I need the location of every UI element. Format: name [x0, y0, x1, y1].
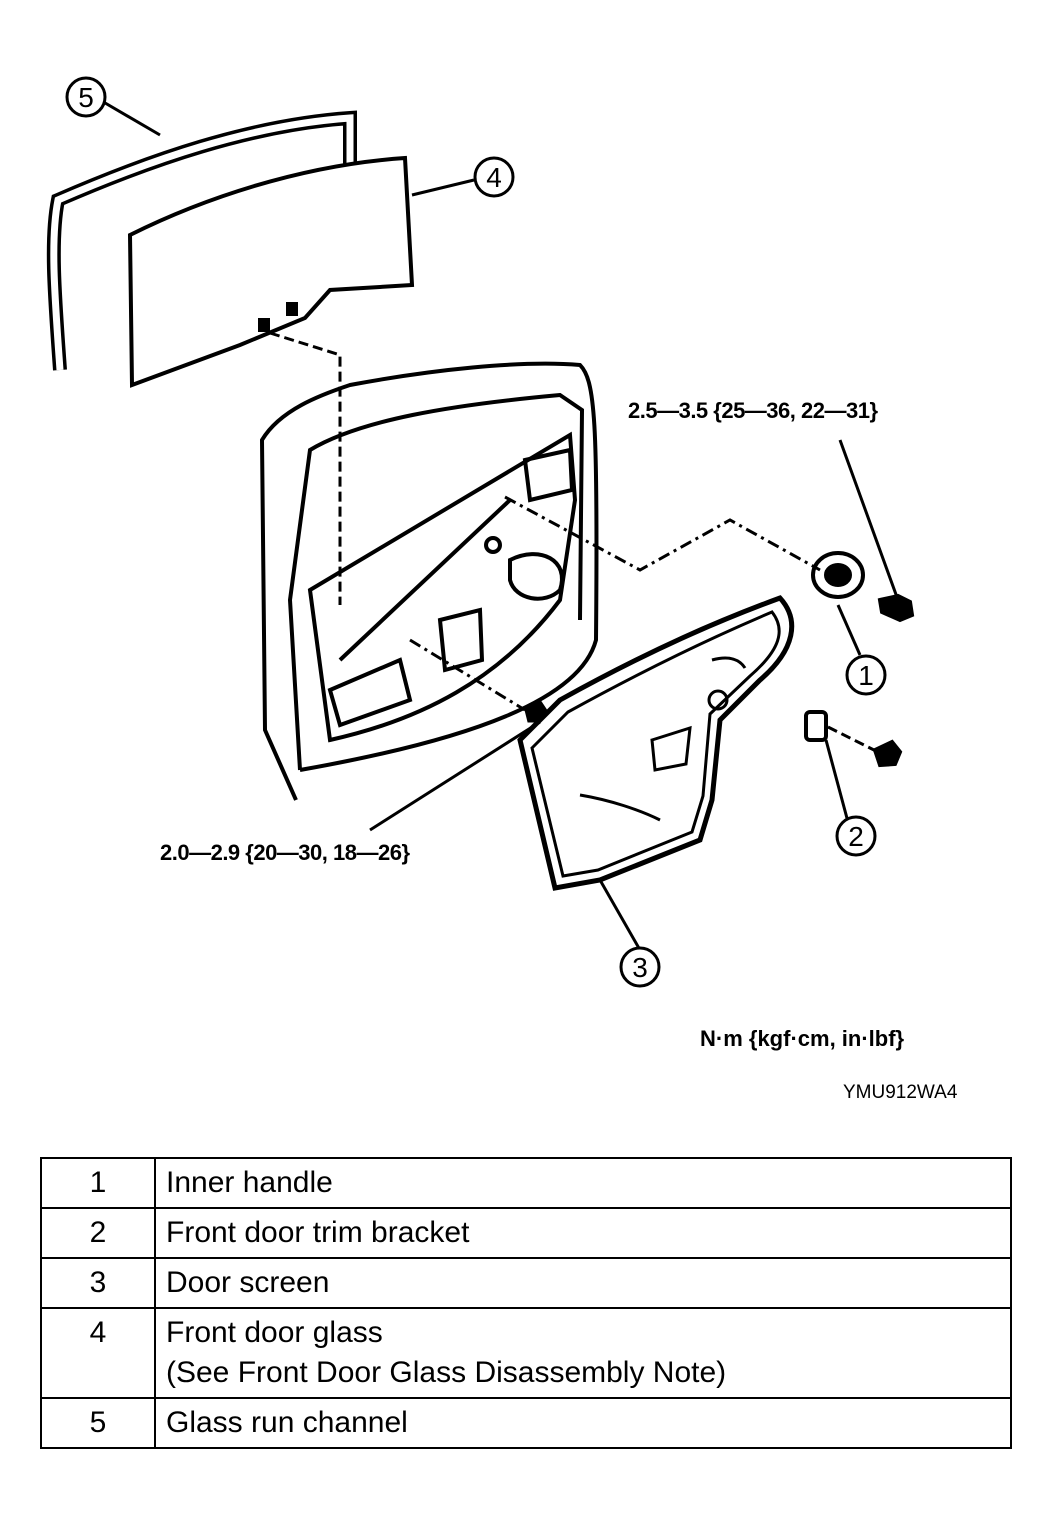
part-number: 4 — [40, 1307, 156, 1399]
inner-handle-drawing — [811, 551, 915, 623]
trim-bracket-drawing — [804, 710, 903, 768]
front-door-glass-drawing — [127, 155, 415, 388]
callout-4: 4 — [473, 156, 515, 198]
svg-text:3: 3 — [632, 952, 648, 983]
part-name: Glass run channel — [154, 1397, 1012, 1449]
part-name: Front door glass — [166, 1316, 383, 1349]
svg-text:1: 1 — [858, 660, 874, 691]
door-panel-drawing — [259, 361, 599, 801]
torque-spec-screw: 2.0—2.9 {20—30, 18—26} — [160, 840, 410, 865]
part-number: 3 — [40, 1257, 156, 1309]
callout-2: 2 — [835, 815, 877, 857]
svg-text:2: 2 — [848, 821, 864, 852]
torque-spec-inner-handle: 2.5—3.5 {25—36, 22—31} — [628, 398, 878, 423]
table-row: 4 Front door glass (See Front Door Glass… — [40, 1307, 1012, 1399]
part-name: Door screen — [154, 1257, 1012, 1309]
part-name-cell: Front door glass (See Front Door Glass D… — [154, 1307, 1012, 1399]
parts-table: 1 Inner handle 2 Front door trim bracket… — [40, 1157, 1012, 1449]
table-row: 3 Door screen — [40, 1257, 1012, 1309]
part-name: Front door trim bracket — [154, 1207, 1012, 1259]
part-number: 2 — [40, 1207, 156, 1259]
figure-code: YMU912WA4 — [843, 1082, 958, 1103]
part-name: Inner handle — [154, 1157, 1012, 1209]
glass-run-channel-drawing — [46, 110, 357, 371]
callout-5: 5 — [65, 76, 107, 118]
door-screen-drawing — [517, 595, 795, 891]
part-number: 5 — [40, 1397, 156, 1449]
callout-3: 3 — [619, 946, 661, 988]
leader-lines — [99, 98, 900, 951]
callout-1: 1 — [845, 654, 887, 696]
screw-drawing — [524, 699, 549, 723]
table-row: 1 Inner handle — [40, 1157, 1012, 1209]
table-row: 2 Front door trim bracket — [40, 1207, 1012, 1259]
part-note: (See Front Door Glass Disassembly Note) — [166, 1356, 727, 1389]
svg-text:4: 4 — [486, 162, 502, 193]
exploded-view-diagram: 5 4 1 2 3 — [46, 76, 915, 988]
part-number: 1 — [40, 1157, 156, 1209]
svg-text:5: 5 — [78, 82, 94, 113]
torque-unit-label: N·m {kgf·cm, in·lbf} — [700, 1026, 905, 1051]
table-row: 5 Glass run channel — [40, 1397, 1012, 1449]
